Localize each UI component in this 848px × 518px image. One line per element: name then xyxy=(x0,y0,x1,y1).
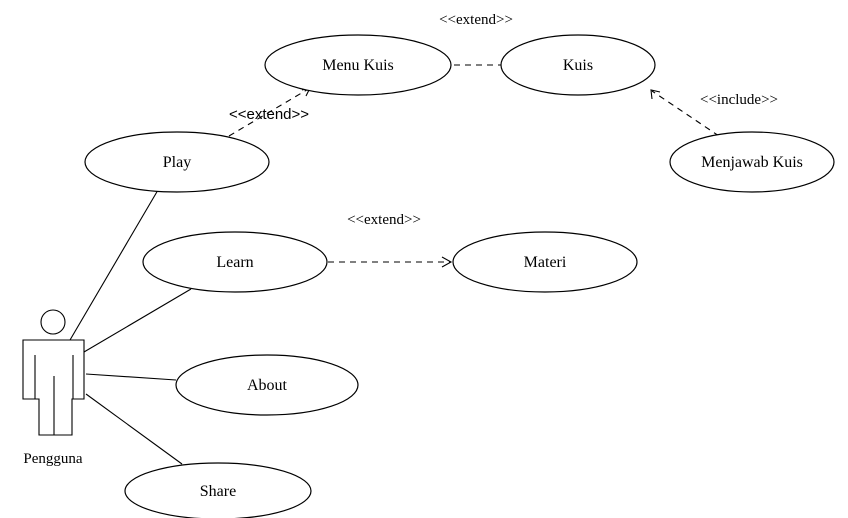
dep-menjawab-to-kuis xyxy=(651,90,720,137)
actor-head xyxy=(40,309,66,335)
use-case-play[interactable] xyxy=(84,131,270,193)
actor-pengguna[interactable] xyxy=(22,309,85,436)
label-learn: Learn xyxy=(216,254,253,271)
use-case-learn[interactable] xyxy=(142,231,328,293)
use-case-materi[interactable] xyxy=(452,231,638,293)
assoc-learn xyxy=(83,288,192,353)
label-play: Play xyxy=(163,154,191,171)
stereotype-include: <<include>> xyxy=(700,92,778,108)
use-case-menjawab-kuis[interactable] xyxy=(669,131,835,193)
use-case-menu-kuis[interactable] xyxy=(264,34,452,96)
label-menu-kuis: Menu Kuis xyxy=(322,57,394,74)
use-case-share[interactable] xyxy=(124,462,312,518)
arrowhead-materi xyxy=(441,256,453,268)
dep-play-to-menu-kuis xyxy=(228,87,311,137)
stereotype-extend-kuis: <<extend>> xyxy=(439,12,513,28)
actor-label: Pengguna xyxy=(23,451,83,467)
label-menjawab-kuis: Menjawab Kuis xyxy=(701,154,803,171)
assoc-play xyxy=(69,189,159,341)
label-kuis: Kuis xyxy=(563,57,593,74)
stereotype-extend-play: <<extend>> xyxy=(229,106,309,123)
assoc-share xyxy=(85,393,183,465)
label-share: Share xyxy=(200,483,236,500)
stereotype-extend-materi: <<extend>> xyxy=(347,212,421,228)
arrowhead-include xyxy=(650,89,661,100)
label-materi: Materi xyxy=(524,254,567,271)
use-case-kuis[interactable] xyxy=(500,34,656,96)
use-case-about[interactable] xyxy=(175,354,359,416)
assoc-about xyxy=(85,373,177,381)
label-about: About xyxy=(247,377,288,394)
